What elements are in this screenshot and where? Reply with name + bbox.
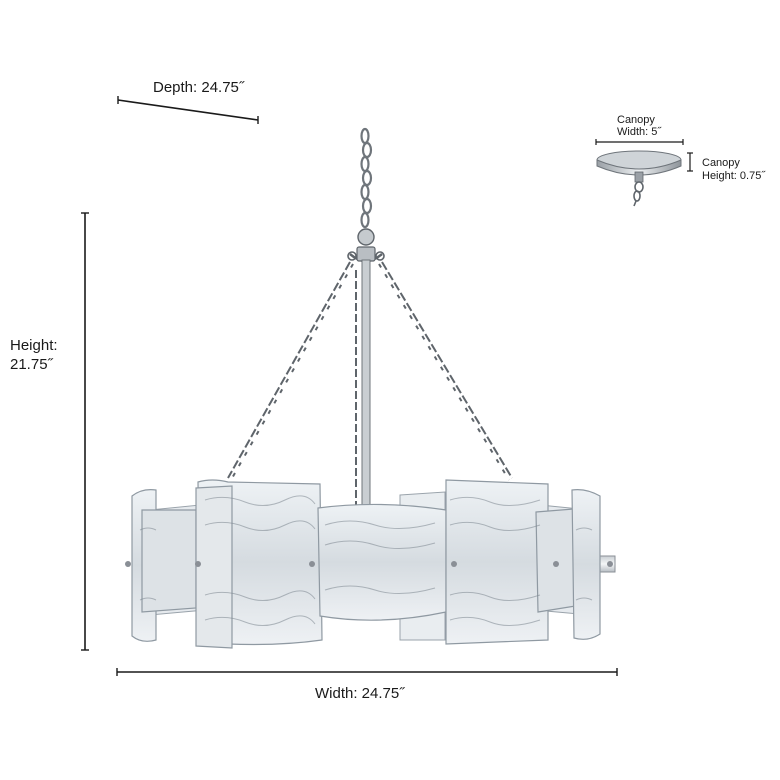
front-glass-panels (131, 479, 601, 649)
width-dimension-line (116, 668, 618, 676)
canopy-height-label-line2: Height: 0.75˝ (702, 170, 765, 182)
left-chain (227, 261, 354, 481)
chandelier-image (125, 127, 616, 649)
glass-texture (139, 495, 593, 626)
depth-label: Depth: 24.75˝ (153, 79, 244, 96)
height-label-line2: 21.75˝ (10, 356, 53, 373)
canopy-height-label-line1: Canopy (702, 157, 740, 169)
top-chain (360, 127, 373, 229)
canopy-width-line (595, 139, 684, 145)
canopy-detail-image (596, 150, 682, 207)
canopy-width-label-line2: Width: 5˝ (617, 126, 662, 138)
band-studs (125, 561, 613, 567)
canopy-width-label-line1: Canopy (617, 114, 655, 126)
width-label: Width: 24.75˝ (315, 685, 405, 702)
canopy-height-line (687, 152, 693, 172)
height-label-line1: Height: (10, 337, 58, 354)
depth-dimension-line (117, 96, 259, 124)
right-chain (378, 261, 513, 481)
height-dimension-line (81, 212, 89, 651)
